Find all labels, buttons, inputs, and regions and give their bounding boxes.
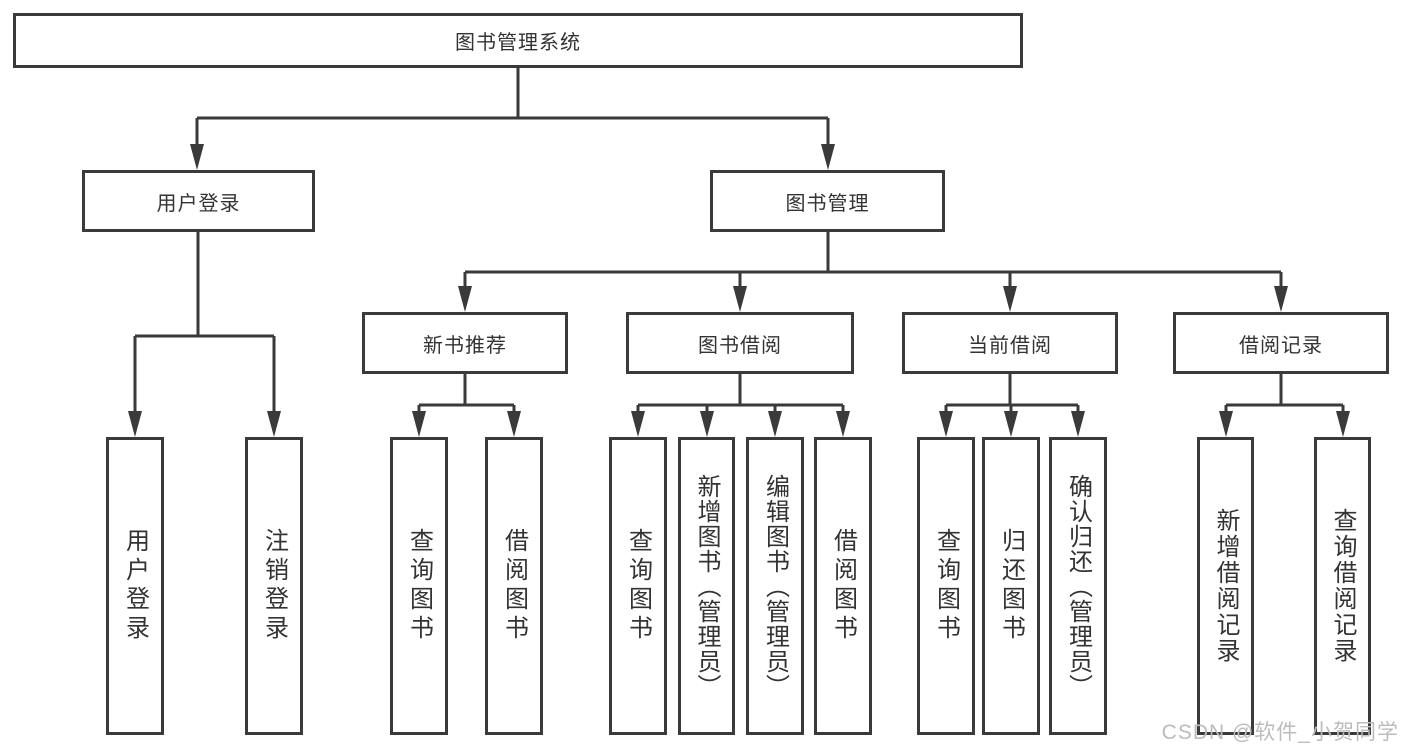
leaf-edit-book-admin: 编辑图书（管理员） [746,437,804,735]
node-current-borrow: 当前借阅 [902,312,1118,374]
leaf-add-borrow-record: 新增借阅记录 [1197,437,1254,735]
leaf-query-borrow-record: 查询借阅记录 [1314,437,1371,735]
leaf-confirm-return-admin: 确认归还（管理员） [1049,437,1107,735]
node-new-book-recommend: 新书推荐 [362,312,568,374]
leaf-query-book-1: 查询图书 [390,437,448,735]
leaf-query-book-3: 查询图书 [917,437,975,735]
leaf-add-book-admin: 新增图书（管理员） [678,437,735,735]
node-borrow-record: 借阅记录 [1173,312,1389,374]
leaf-query-book-2: 查询图书 [609,437,667,735]
node-library-management-system: 图书管理系统 [13,13,1023,68]
node-book-borrow: 图书借阅 [626,312,854,374]
leaf-borrow-book-2: 借阅图书 [814,437,872,735]
leaf-logout: 注销登录 [245,437,303,735]
leaf-user-login: 用户登录 [106,437,164,735]
csdn-watermark: CSDN @软件_小贺同学 [1161,721,1399,744]
node-user-login: 用户登录 [82,170,315,232]
leaf-borrow-book-1: 借阅图书 [485,437,543,735]
node-book-management: 图书管理 [710,170,945,232]
leaf-return-book: 归还图书 [982,437,1040,735]
